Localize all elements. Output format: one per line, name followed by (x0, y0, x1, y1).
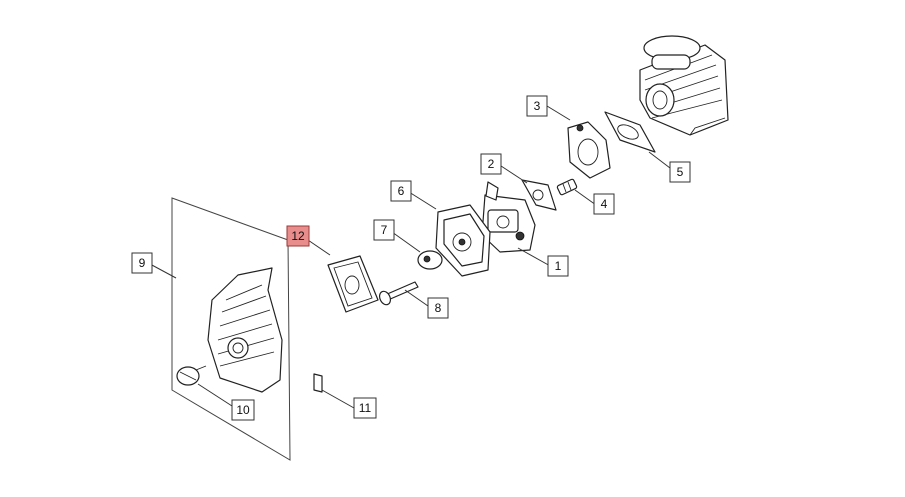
callout-4[interactable]: 4 (593, 193, 615, 215)
callout-11[interactable]: 11 (353, 397, 377, 419)
insulator-part-3 (567, 121, 611, 179)
callout-8[interactable]: 8 (427, 297, 449, 319)
callout-7[interactable]: 7 (373, 219, 395, 241)
svg-text:9: 9 (139, 256, 146, 270)
callout-12-highlighted[interactable]: 12 (286, 225, 310, 247)
cylinder-illustration (639, 35, 729, 136)
knob-part-10 (176, 365, 207, 386)
svg-text:11: 11 (359, 401, 372, 415)
gasket-part-2 (521, 179, 557, 211)
callout-2[interactable]: 2 (480, 153, 502, 175)
svg-text:6: 6 (398, 184, 405, 198)
svg-text:1: 1 (555, 259, 562, 273)
carburetor-part-1 (481, 181, 536, 253)
label-part-11 (313, 373, 323, 393)
gasket-part-5 (604, 111, 656, 153)
bolt-part-4 (556, 178, 578, 196)
callout-3[interactable]: 3 (526, 95, 548, 117)
svg-text:2: 2 (488, 157, 495, 171)
svg-text:5: 5 (677, 165, 684, 179)
air-filter-part-12 (327, 255, 379, 313)
svg-text:8: 8 (435, 301, 442, 315)
screw-part-8 (378, 281, 419, 306)
svg-text:10: 10 (236, 403, 250, 417)
callout-6[interactable]: 6 (390, 180, 412, 202)
callout-9[interactable]: 9 (131, 252, 153, 274)
reference-plane-part-9 (171, 197, 291, 461)
air-cleaner-cover (207, 267, 283, 393)
svg-text:4: 4 (601, 197, 608, 211)
svg-text:3: 3 (534, 99, 541, 113)
choke-part-7 (417, 250, 443, 270)
svg-text:12: 12 (291, 229, 305, 243)
callout-5[interactable]: 5 (669, 161, 691, 183)
svg-text:7: 7 (381, 223, 388, 237)
callout-10[interactable]: 10 (231, 399, 255, 421)
filter-base-part-6 (435, 204, 491, 277)
callout-1[interactable]: 1 (547, 255, 569, 277)
